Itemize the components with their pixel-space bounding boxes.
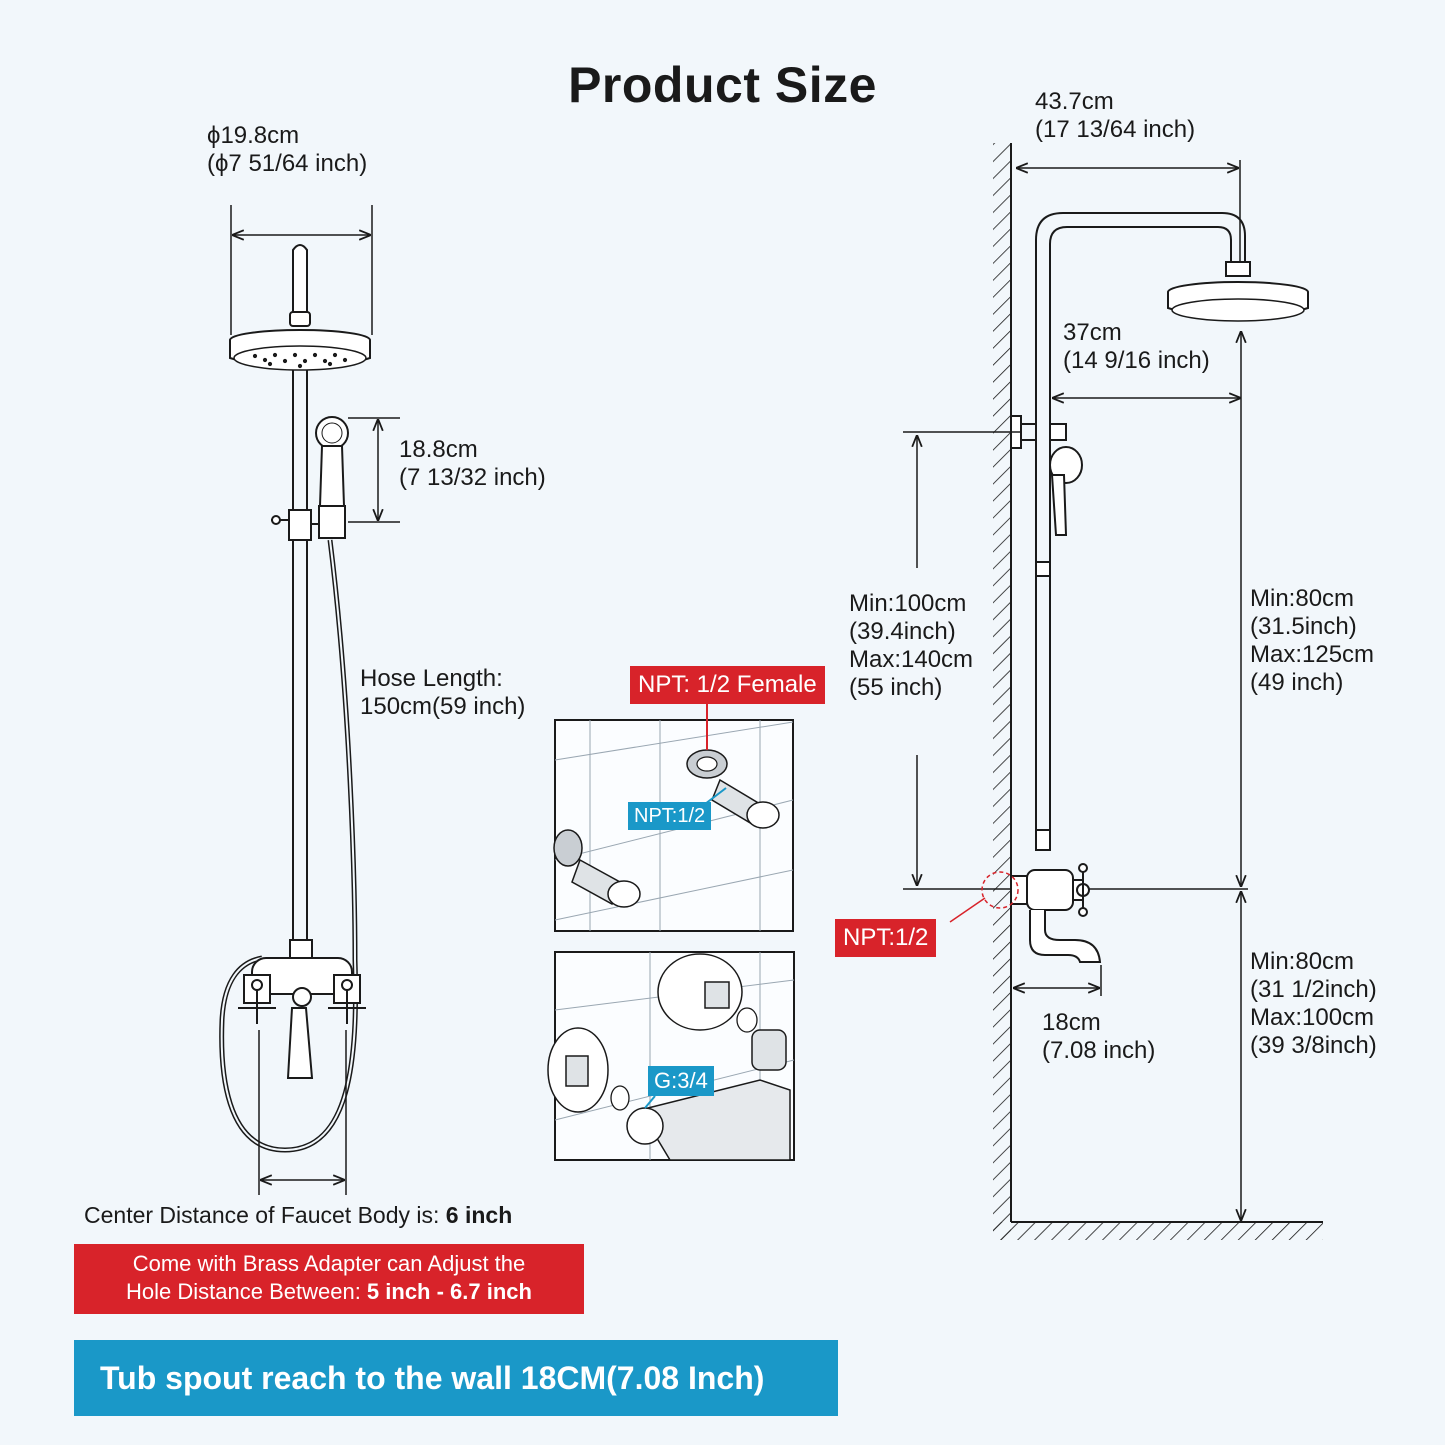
spout-reach-label: 18cm (7.08 inch) bbox=[1042, 1009, 1156, 1064]
head-to-valve-label: Min:80cm (31.5inch) Max:125cm (49 inch) bbox=[1250, 585, 1375, 696]
npt-female-tag: NPT: 1/2 Female bbox=[630, 666, 825, 704]
center-distance-value: 6 inch bbox=[445, 1202, 513, 1228]
npt-wall-tag: NPT:1/2 bbox=[835, 919, 937, 957]
adapter-line-2-prefix: Hole Distance Between: bbox=[126, 1279, 367, 1304]
arm-reach-label: 43.7cm (17 13/64 inch) bbox=[1035, 88, 1196, 143]
handheld-height-label: 18.8cm (7 13/32 inch) bbox=[399, 436, 546, 491]
adapter-line-2-value: 5 inch - 6.7 inch bbox=[366, 1279, 532, 1304]
g-three-quarter-tag: G:3/4 bbox=[648, 1066, 714, 1096]
head-diameter-label: ϕ19.8cm (ϕ7 51/64 inch) bbox=[207, 122, 368, 177]
npt-half-tag: NPT:1/2 bbox=[628, 802, 712, 830]
adapter-line-1: Come with Brass Adapter can Adjust the bbox=[132, 1251, 526, 1276]
valve-to-floor-label: Min:80cm (31 1/2inch) Max:100cm (39 3/8i… bbox=[1250, 948, 1377, 1059]
head-offset-label: 37cm (14 9/16 inch) bbox=[1063, 319, 1210, 374]
center-distance-prefix: Center Distance of Faucet Body is: bbox=[84, 1202, 446, 1228]
npt-detail-panel bbox=[553, 704, 794, 932]
adapter-line-2: Hole Distance Between: 5 inch - 6.7 inch bbox=[74, 1278, 584, 1306]
page-title: Product Size bbox=[568, 57, 877, 113]
side-view bbox=[903, 143, 1323, 1240]
center-distance-note: Center Distance of Faucet Body is: 6 inc… bbox=[84, 1202, 512, 1229]
adapter-info-box: Come with Brass Adapter can Adjust the H… bbox=[74, 1244, 584, 1314]
hose-length-label: Hose Length: 150cm(59 inch) bbox=[360, 665, 526, 720]
front-view bbox=[219, 205, 400, 1195]
g34-detail-panel bbox=[547, 951, 795, 1161]
bar-height-label: Min:100cm (39.4inch) Max:140cm (55 inch) bbox=[849, 590, 974, 701]
tub-spout-banner: Tub spout reach to the wall 18CM(7.08 In… bbox=[74, 1340, 838, 1416]
